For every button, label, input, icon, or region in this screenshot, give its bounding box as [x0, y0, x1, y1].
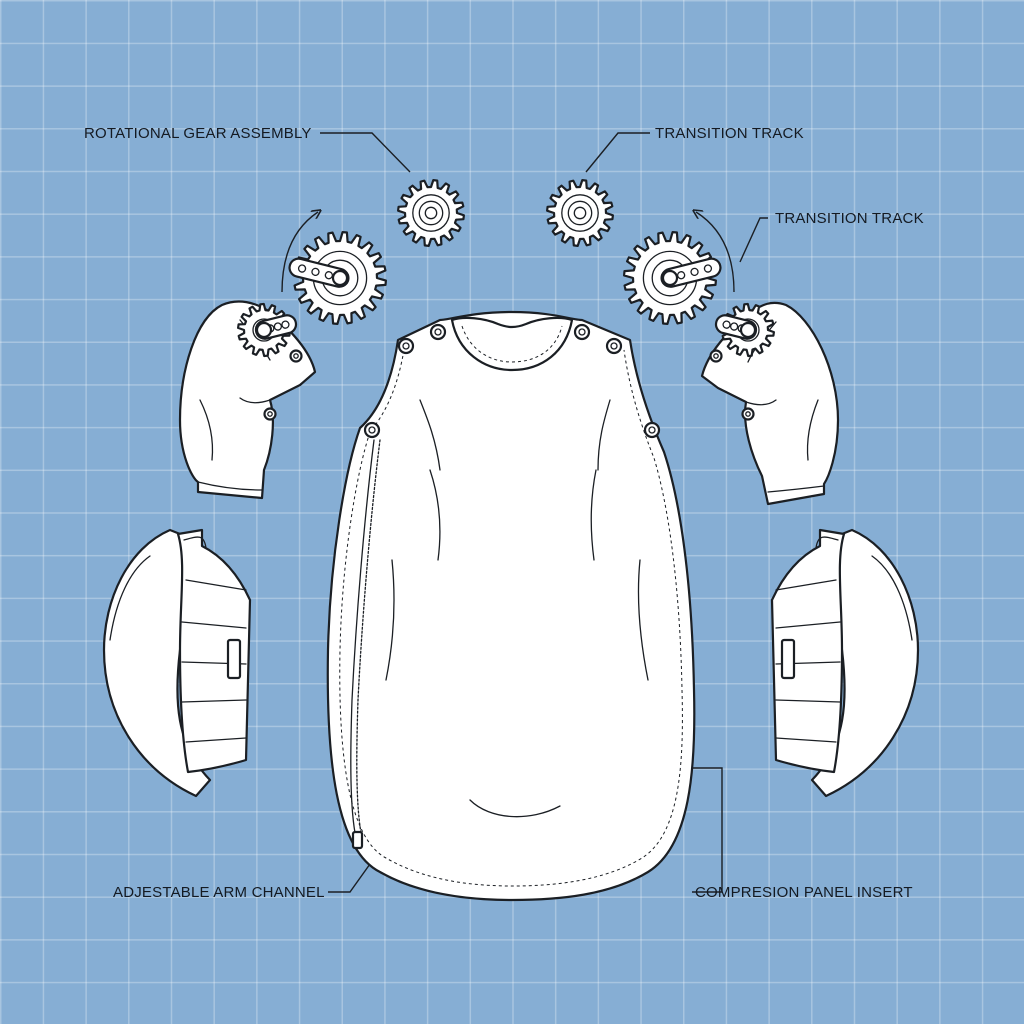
snap-button-icon — [709, 349, 723, 363]
gear-icon — [714, 302, 775, 358]
right-compression-panel — [770, 528, 920, 798]
leader-compression-panel — [672, 767, 723, 893]
gear-icon — [288, 231, 387, 325]
snap-button-icon — [643, 421, 661, 439]
left-compression-panel — [102, 528, 252, 798]
curved-arrow-icon — [696, 212, 735, 293]
label-compression-panel-insert: COMPRESION PANEL INSERT — [695, 884, 913, 901]
snap-button-icon — [289, 349, 303, 363]
snap-button-icon — [363, 421, 381, 439]
label-rotational-gear-assembly: ROTATIONAL GEAR ASSEMBLY — [84, 125, 312, 142]
snap-button-icon — [263, 407, 277, 421]
label-transition-track-right: TRANSITION TRACK — [775, 210, 924, 227]
gear-icon — [397, 179, 465, 247]
curved-arrow-icon — [281, 212, 318, 293]
leader-gear-assembly — [320, 132, 411, 173]
snap-button-icon — [741, 407, 755, 421]
leader-transition-track-right — [739, 217, 768, 263]
gear-icon — [237, 302, 298, 358]
leader-lines — [320, 132, 768, 893]
leader-transition-track-top — [585, 132, 650, 173]
gear-icon — [546, 179, 614, 247]
snap-group — [263, 323, 755, 439]
gear-icon — [623, 231, 722, 325]
snap-button-icon — [397, 337, 415, 355]
gear-group — [288, 179, 722, 325]
label-transition-track-top: TRANSITION TRACK — [655, 125, 804, 142]
sleep-sack-body — [326, 310, 696, 902]
snap-button-icon — [429, 323, 447, 341]
snap-button-icon — [605, 337, 623, 355]
label-adjustable-arm-channel: ADJESTABLE ARM CHANNEL — [113, 884, 325, 901]
snap-button-icon — [573, 323, 591, 341]
shoulder-mechanisms — [237, 302, 775, 358]
